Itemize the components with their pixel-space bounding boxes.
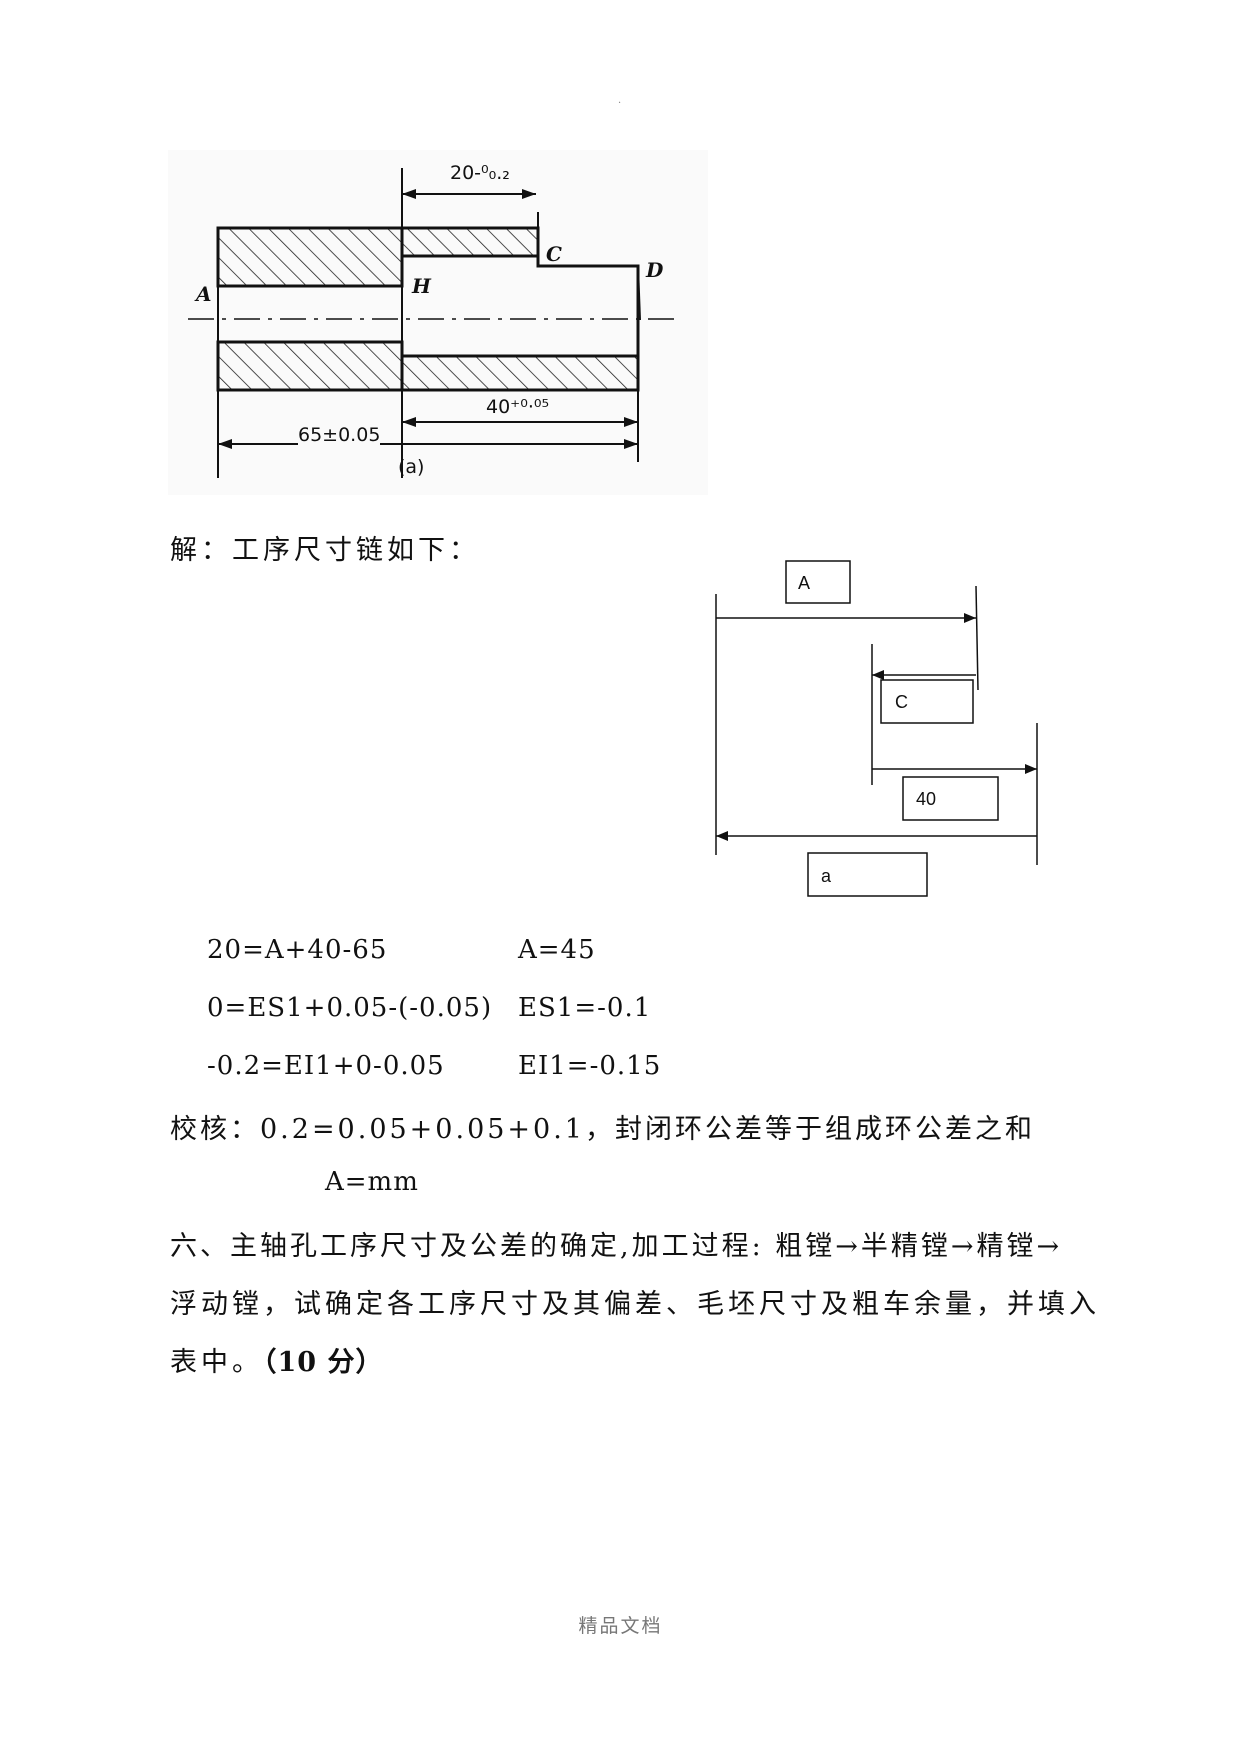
figure-a-section bbox=[168, 150, 708, 495]
question6-score: （10 分） bbox=[263, 1347, 384, 1378]
page-footer: 精品文档 bbox=[578, 1615, 663, 1637]
figure-caption: (a) bbox=[398, 456, 425, 478]
hatched-lower-long bbox=[400, 354, 640, 392]
result-line: A=mm bbox=[325, 1167, 419, 1197]
equation-3-left: -0.2=EI1+0-0.05 bbox=[207, 1051, 445, 1081]
question6-line3-text: 表中。 bbox=[170, 1347, 263, 1378]
hatched-left-lower bbox=[216, 340, 404, 392]
chain-box-a-lower: a bbox=[821, 866, 832, 886]
label-c: C bbox=[546, 242, 562, 266]
equation-2-right: ES1=-0.1 bbox=[518, 993, 652, 1023]
dimension-chain-diagram bbox=[715, 560, 1038, 897]
question6-line3: 表中。（10 分） bbox=[170, 1340, 383, 1379]
label-d: D bbox=[646, 258, 664, 282]
check-line: 校核：0.2=0.05+0.05+0.1，封闭环公差等于组成环公差之和 bbox=[170, 1114, 1035, 1145]
equation-2-left: 0=ES1+0.05-(-0.05) bbox=[207, 993, 493, 1023]
chain-box-40: 40 bbox=[916, 789, 937, 809]
hatched-left-upper bbox=[216, 226, 404, 288]
chain-box-c: C bbox=[895, 692, 908, 712]
solution-intro: 解：工序尺寸链如下： bbox=[170, 535, 480, 566]
hatched-middle-upper bbox=[400, 226, 540, 258]
label-a: A bbox=[196, 282, 212, 306]
question6-line2: 浮动镗，试确定各工序尺寸及其偏差、毛坯尺寸及粗车余量，并填入 bbox=[170, 1289, 1100, 1320]
header-dot: · bbox=[618, 98, 622, 109]
equation-1-right: A=45 bbox=[518, 935, 596, 965]
dim-20: 20-⁰₀.₂ bbox=[450, 162, 510, 184]
equation-1-left: 20=A+40-65 bbox=[207, 935, 388, 965]
dim-40: 40⁺⁰·⁰⁵ bbox=[486, 396, 550, 418]
equation-3-right: EI1=-0.15 bbox=[518, 1051, 662, 1081]
dim-65: 65±0.05 bbox=[298, 424, 381, 446]
chain-box-a-upper: A bbox=[798, 573, 811, 593]
question6-line1: 六、主轴孔工序尺寸及公差的确定,加工过程: 粗镗→半精镗→精镗→ bbox=[170, 1231, 1063, 1262]
label-b: H bbox=[412, 274, 431, 298]
